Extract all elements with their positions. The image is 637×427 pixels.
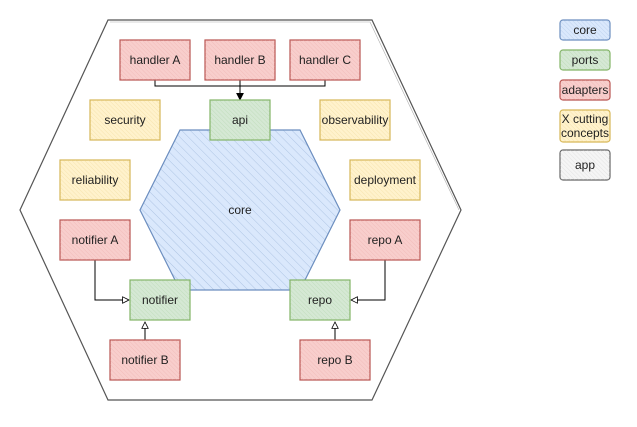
observability-label: observability xyxy=(322,113,389,127)
legend-cross-cutting-label-2: concepts xyxy=(561,126,609,140)
notifier-a-label: notifier A xyxy=(72,233,119,247)
api-port-node[interactable]: api xyxy=(209,99,271,141)
deployment-node[interactable]: deployment xyxy=(349,159,421,201)
deployment-label: deployment xyxy=(354,173,417,187)
notifier-label: notifier xyxy=(142,293,178,307)
repo-a-node[interactable]: repo A xyxy=(349,219,421,261)
observability-node[interactable]: observability xyxy=(319,99,391,141)
security-node[interactable]: security xyxy=(89,99,161,141)
legend-ports: ports xyxy=(559,49,611,71)
repo-b-label: repo B xyxy=(317,353,352,367)
repo-label: repo xyxy=(308,293,332,307)
repo-a-label: repo A xyxy=(368,233,403,247)
handler-b-node[interactable]: handler B xyxy=(204,39,276,81)
legend-app: app xyxy=(559,149,611,181)
security-label: security xyxy=(104,113,145,127)
handler-c-node[interactable]: handler C xyxy=(289,39,361,81)
notifier-port-node[interactable]: notifier xyxy=(129,279,191,321)
legend-cross-cutting: X cutting concepts xyxy=(559,109,611,143)
repo-port-node[interactable]: repo xyxy=(289,279,351,321)
legend: core ports adapters X cutting concepts a… xyxy=(559,19,611,181)
notifier-a-node[interactable]: notifier A xyxy=(59,219,131,261)
handler-a-node[interactable]: handler A xyxy=(119,39,191,81)
repo-b-node[interactable]: repo B xyxy=(299,339,371,381)
legend-core: core xyxy=(559,19,611,41)
handler-a-label: handler A xyxy=(130,53,181,67)
api-label: api xyxy=(232,113,248,127)
handler-c-label: handler C xyxy=(299,53,351,67)
handler-b-label: handler B xyxy=(214,53,265,67)
legend-cross-cutting-label-1: X cutting xyxy=(562,112,609,126)
connectors xyxy=(94,80,386,340)
reliability-node[interactable]: reliability xyxy=(59,159,131,201)
legend-app-label: app xyxy=(575,158,595,172)
legend-core-label: core xyxy=(573,23,597,37)
legend-adapters: adapters xyxy=(559,79,611,101)
notifier-b-label: notifier B xyxy=(121,353,168,367)
core-node[interactable]: core xyxy=(139,129,341,291)
legend-adapters-label: adapters xyxy=(562,83,609,97)
legend-ports-label: ports xyxy=(572,53,599,67)
core-label: core xyxy=(228,203,252,217)
notifier-b-node[interactable]: notifier B xyxy=(109,339,181,381)
reliability-label: reliability xyxy=(72,173,119,187)
